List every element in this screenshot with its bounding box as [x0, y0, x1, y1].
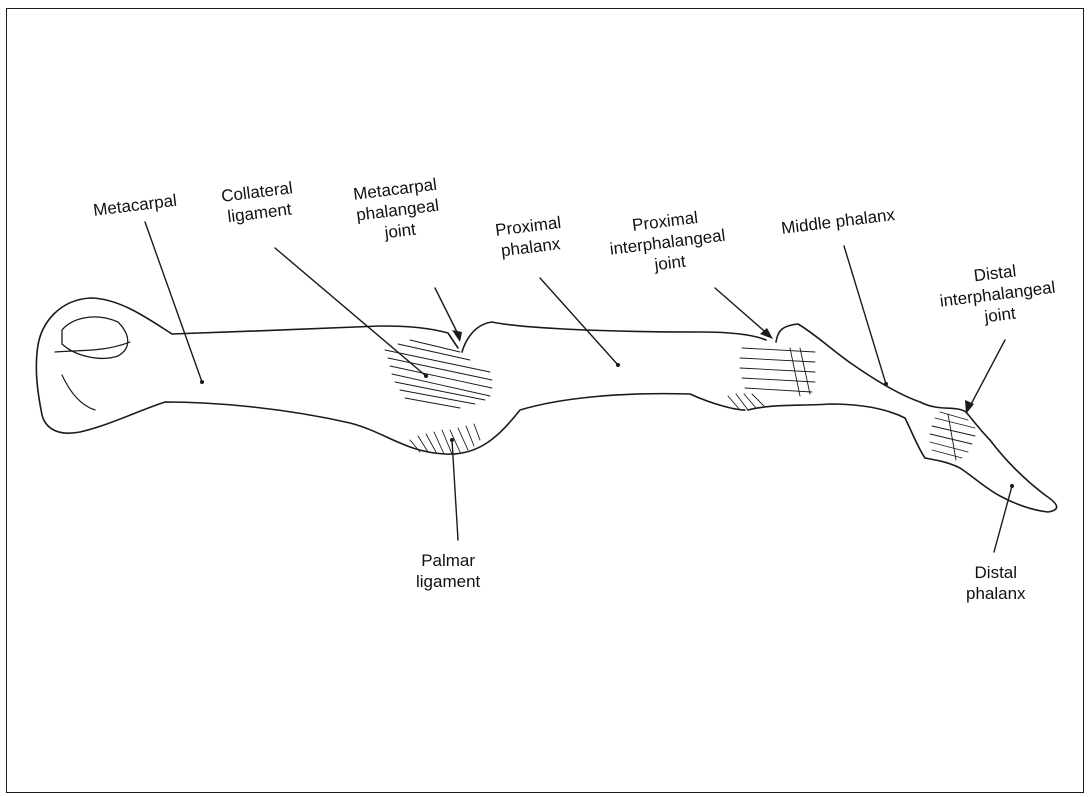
label-line: phalanx	[966, 584, 1026, 603]
label-proximal-phalanx: Proximal phalanx	[494, 212, 565, 262]
figure-frame	[6, 8, 1084, 793]
metacarpal-outline	[35, 297, 746, 455]
proximal-phalanx-outline	[461, 321, 767, 353]
dip-ligament-fibers	[929, 411, 976, 461]
middle-phalanx-leader	[843, 245, 887, 385]
metacarpal-dorsal	[171, 325, 459, 349]
label-palmar-ligament: Palmar ligament	[416, 550, 480, 592]
metacarpal-leader	[144, 221, 203, 383]
label-line: ligament	[416, 572, 481, 591]
label-distal-phalanx: Distal phalanx	[966, 562, 1026, 604]
label-line: Palmar	[421, 551, 476, 570]
pip-ligament-fibers	[727, 347, 816, 411]
leader-lines	[144, 221, 1013, 553]
proximal-phalanx-leader	[539, 277, 619, 366]
palmar-ligament-fibers	[409, 423, 481, 455]
pip-joint-leader	[714, 287, 771, 337]
arrowheads	[452, 328, 974, 414]
middle-phalanx-outline	[747, 323, 967, 459]
distal-phalanx-outline	[924, 411, 1058, 513]
label-metacarpal-phalangeal-joint: Metacarpal phalangeal joint	[352, 174, 443, 247]
metacarpal-head-detail	[61, 316, 129, 359]
distal-phalanx-leader	[993, 485, 1013, 553]
dip-joint-leader	[967, 339, 1006, 411]
collateral-ligament-fibers	[384, 339, 493, 409]
mcp-joint-leader	[434, 287, 461, 339]
leader-dots	[200, 363, 1014, 488]
label-line: Distal	[974, 563, 1018, 582]
label-collateral-ligament: Collateral ligament	[220, 177, 296, 227]
collateral-ligament-leader	[274, 247, 427, 377]
metacarpal-head-crease	[54, 341, 131, 411]
palmar-ligament-leader	[451, 439, 459, 541]
